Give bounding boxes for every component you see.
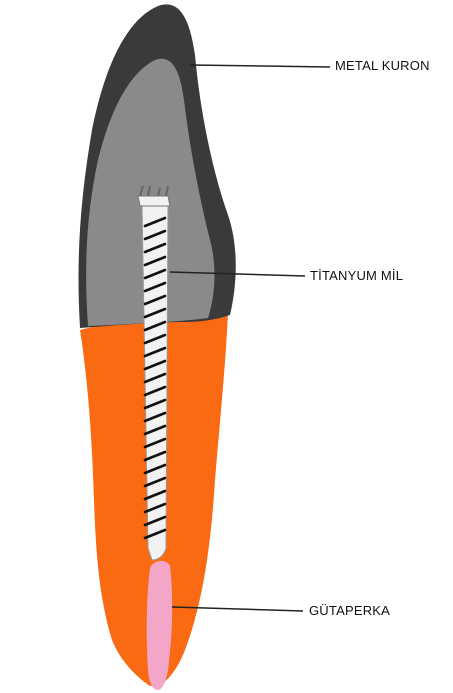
leader-line-metal-crown xyxy=(190,65,330,67)
label-titanium-post: TİTANYUM MİL xyxy=(310,268,403,283)
label-gutta-percha: GÜTAPERKA xyxy=(309,603,390,618)
post-head xyxy=(138,196,170,206)
label-metal-crown: METAL KURON xyxy=(335,58,430,73)
